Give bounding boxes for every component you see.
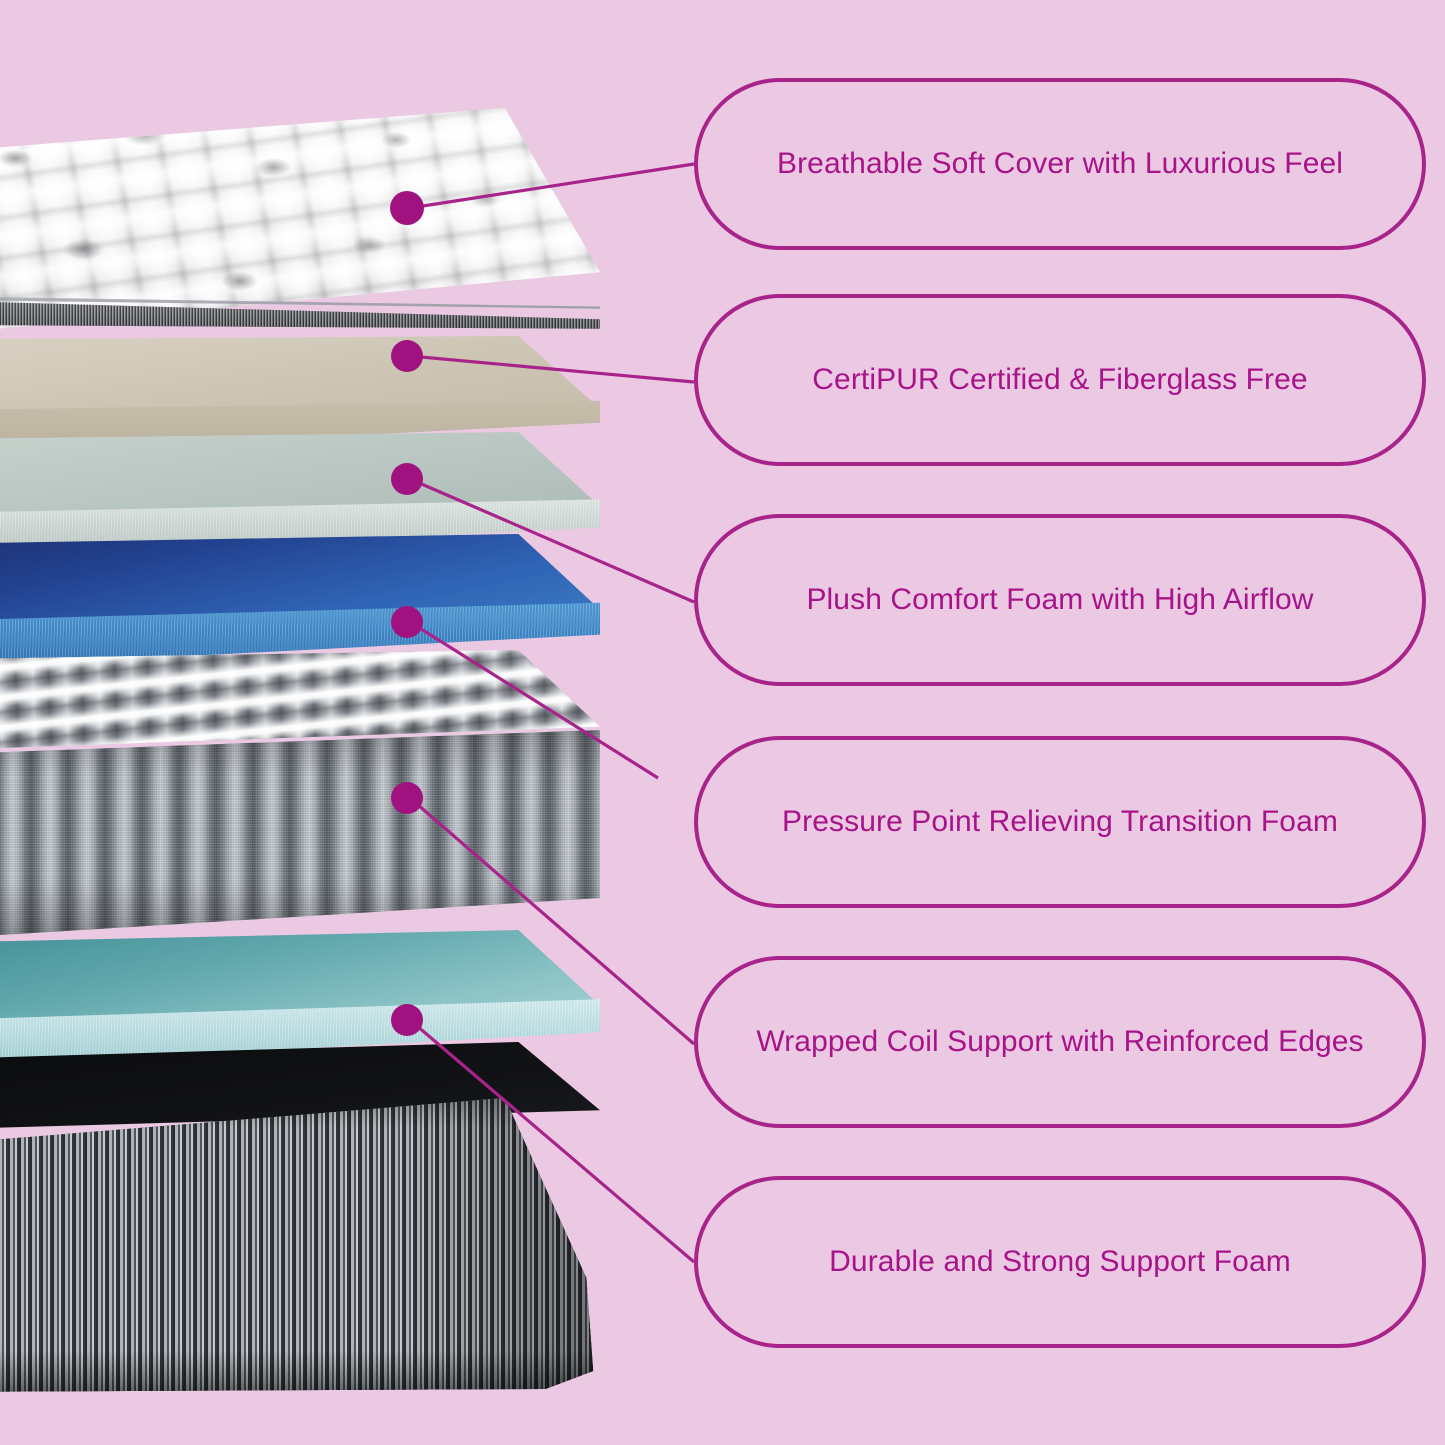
callout-label-3: Pressure Point Relieving Transition Foam	[782, 805, 1338, 839]
callout-label-0: Breathable Soft Cover with Luxurious Fee…	[776, 147, 1344, 181]
callout-pill-certipur-certified[interactable]: CertiPUR Certified & Fiberglass Free	[694, 294, 1426, 466]
callout-pill-plush-comfort-foam[interactable]: Plush Comfort Foam with High Airflow	[694, 514, 1426, 686]
layer-coil-base-shading	[0, 1098, 594, 1392]
callout-pill-breathable-soft-cover[interactable]: Breathable Soft Cover with Luxurious Fee…	[694, 78, 1426, 250]
callout-pill-durable-support-foam[interactable]: Durable and Strong Support Foam	[694, 1176, 1426, 1348]
callout-label-1: CertiPUR Certified & Fiberglass Free	[812, 363, 1308, 397]
layer-convoluted-foam-shading	[0, 730, 600, 940]
exploded-mattress-graphic	[0, 0, 640, 1445]
callout-label-5: Durable and Strong Support Foam	[829, 1245, 1291, 1279]
callout-pill-wrapped-coil-support[interactable]: Wrapped Coil Support with Reinforced Edg…	[694, 956, 1426, 1128]
callout-label-2: Plush Comfort Foam with High Airflow	[806, 583, 1314, 617]
callout-pill-pressure-point-relieving[interactable]: Pressure Point Relieving Transition Foam	[694, 736, 1426, 908]
callout-label-4: Wrapped Coil Support with Reinforced Edg…	[756, 1025, 1364, 1059]
